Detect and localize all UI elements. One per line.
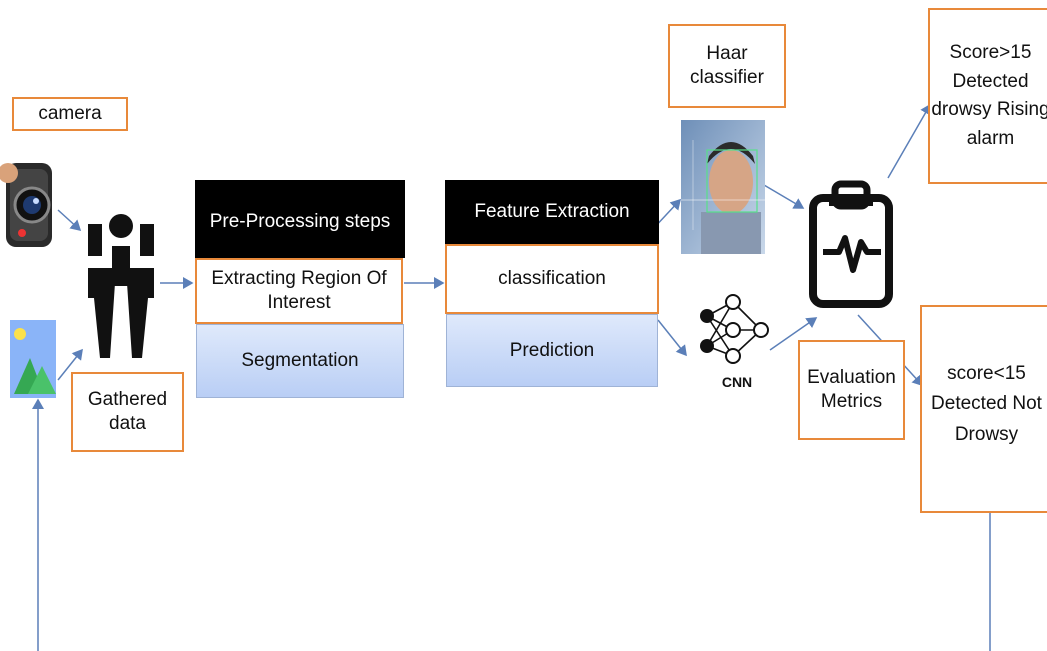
prediction-box: Prediction [446, 314, 658, 387]
prediction-text: Prediction [509, 339, 595, 361]
arrow-haar-to-clipboard [763, 184, 805, 209]
image-icon [10, 320, 56, 398]
score-low-box: score<15 Detected Not Drowsy [920, 305, 1047, 513]
preprocessing-header-text: Pre-Processing steps [209, 211, 391, 233]
camera-label: camera [12, 97, 128, 131]
camera-label-text: camera [38, 103, 102, 125]
segmentation-text: Segmentation [241, 350, 359, 372]
clipboard-pulse-icon [805, 180, 897, 312]
neural-network-icon [695, 290, 775, 370]
haar-classifier-label: Haar classifier [668, 24, 786, 108]
score-high-text: Score>15 Detected drowsy Rising alarm [931, 42, 1047, 149]
face-scan-icon [681, 120, 765, 254]
score-low-text: score<15 Detected Not Drowsy [931, 363, 1042, 445]
cnn-label: CNN [721, 374, 753, 390]
evaluation-metrics-label: Evaluation Metrics [798, 340, 905, 440]
camera-icon [0, 155, 60, 255]
segmentation-box: Segmentation [196, 324, 404, 398]
arrow-camera-to-data [57, 209, 82, 232]
gathered-data-text: Gathered data [87, 389, 168, 434]
gathered-data-label: Gathered data [71, 372, 184, 452]
evaluation-metrics-text: Evaluation Metrics [807, 367, 896, 412]
classification-text: classification [498, 268, 606, 290]
extracting-roi-text: Extracting Region Of Interest [211, 268, 387, 313]
classification-box: classification [445, 244, 659, 314]
score-high-box: Score>15 Detected drowsy Rising alarm [928, 8, 1047, 184]
feature-extraction-text: Feature Extraction [474, 201, 630, 223]
preprocessing-header: Pre-Processing steps [195, 180, 405, 258]
arrow-prediction-to-cnn [657, 319, 687, 357]
extracting-roi-box: Extracting Region Of Interest [195, 258, 403, 324]
people-icon [82, 208, 160, 358]
feature-extraction-header: Feature Extraction [445, 180, 659, 244]
haar-classifier-text: Haar classifier [690, 43, 764, 88]
arrow-clipboard-to-high [887, 103, 931, 179]
